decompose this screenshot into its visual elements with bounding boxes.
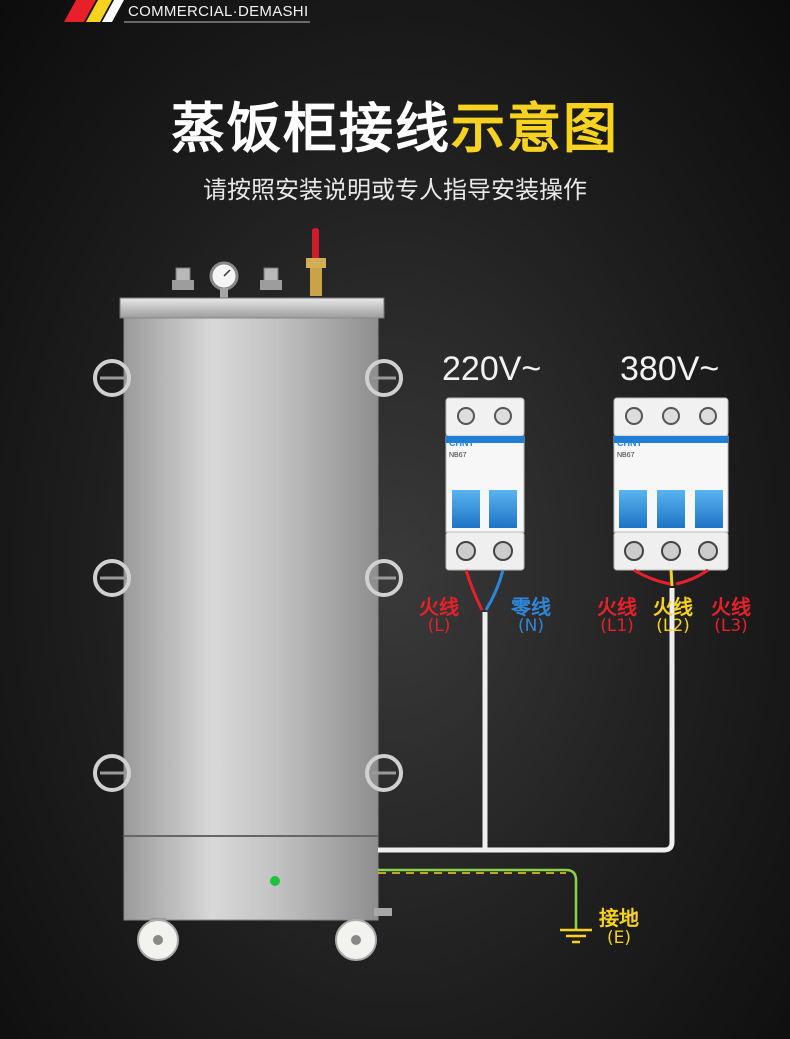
- label-live-l2: 火线: [653, 595, 693, 619]
- breaker-model-2: NB67: [617, 452, 635, 459]
- label-live-l: 火线: [419, 595, 459, 619]
- voltage-label-220: 220V~: [442, 350, 542, 388]
- casters: [137, 908, 392, 961]
- label-neutral-n: 零线: [511, 595, 551, 619]
- wiring: [378, 568, 709, 930]
- breaker-3pole: [613, 397, 729, 571]
- breaker-brand-2: CHNT: [617, 438, 642, 448]
- code-live-l2: (L2): [656, 616, 690, 636]
- page-subtitle: 请按照安装说明或专人指导安装操作: [203, 176, 587, 204]
- brand-stripes: [64, 0, 310, 23]
- code-live-l1: (L1): [600, 616, 634, 636]
- title-main: 蒸饭柜接线: [171, 97, 451, 160]
- top-fittings: [172, 228, 326, 300]
- breaker-brand-1: CHNT: [449, 438, 474, 448]
- ground-symbol-icon: [560, 928, 592, 944]
- label-live-l1: 火线: [597, 595, 637, 619]
- title-highlight: 示意图: [451, 97, 619, 160]
- code-ground: (E): [606, 928, 631, 948]
- brand-name: COMMERCIAL·DEMASHI: [128, 3, 309, 20]
- voltage-label-380: 380V~: [620, 350, 720, 388]
- code-neutral-n: (N): [518, 616, 544, 636]
- code-live-l3: (L3): [714, 616, 748, 636]
- door-handwheels: [93, 359, 403, 792]
- steam-cabinet: [119, 297, 385, 921]
- label-ground: 接地: [599, 906, 639, 930]
- label-live-l3: 火线: [711, 595, 751, 619]
- breaker-2pole: [445, 397, 525, 571]
- page-title: 蒸饭柜接线示意图: [0, 84, 790, 163]
- breaker-model-1: NB67: [449, 452, 467, 459]
- code-live-l: (L): [427, 616, 451, 636]
